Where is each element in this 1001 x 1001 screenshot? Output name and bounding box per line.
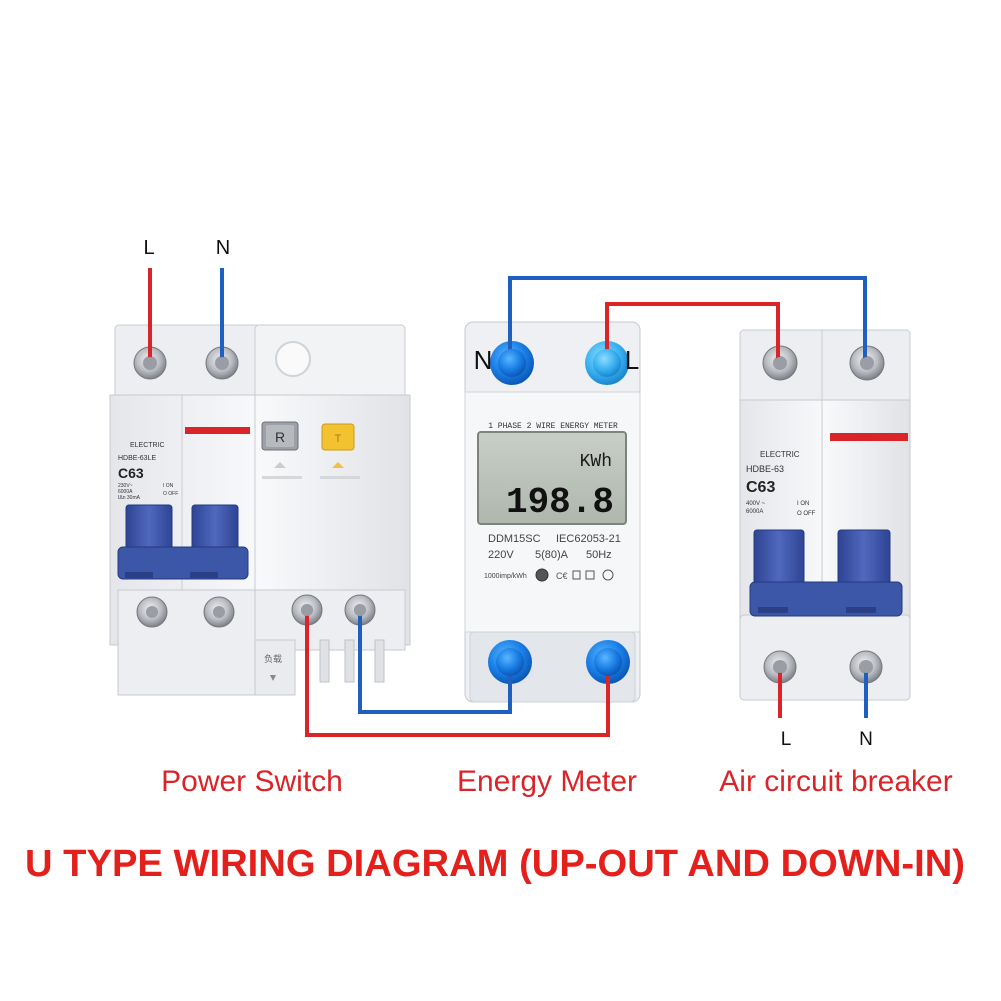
rcbo-spec-0: 230V~ [118, 483, 133, 489]
rcbo-bottom-screw-1 [136, 596, 168, 628]
neutral-wire-rcbo-to-meter [358, 612, 512, 714]
rcbo-on-label: I ON [163, 483, 174, 489]
mcb-brand: ELECTRIC [760, 450, 800, 459]
mcb-spec-1: 6000A [746, 509, 763, 515]
mcb-spec-0: 400V ~ [746, 501, 766, 507]
terminal-label-meter-l: L [625, 345, 639, 375]
mcb-off-label: O OFF [797, 511, 816, 517]
arrow-up-icon [332, 462, 344, 468]
rcbo-switch-handle[interactable] [117, 504, 249, 580]
mcb-red-indicator [830, 433, 908, 441]
live-wire-meter-to-mcb [605, 302, 780, 363]
live-wire-rcbo-to-meter [305, 612, 610, 737]
rcbo-test-label: T [335, 433, 342, 445]
warning-icon [572, 570, 581, 580]
diagram-title: U TYPE WIRING DIAGRAM (UP-OUT AND DOWN-I… [25, 843, 965, 885]
air-circuit-breaker: ELECTRIC HDBE-63 C63 400V ~ 6000A I ON O… [739, 329, 911, 701]
rcbo-rating: C63 [118, 465, 144, 481]
meter-lcd [477, 431, 627, 525]
rcbo-brand: ELECTRIC [130, 442, 165, 449]
terminal-label-l-input: L [143, 237, 154, 259]
rcbo-spec-2: IΔn 30mA [118, 495, 141, 501]
ce-mark-icon: C€ [556, 571, 568, 581]
info-icon [602, 569, 614, 581]
meter-unit: KWh [580, 452, 612, 472]
rcbo-model: HDBE-63LE [118, 455, 156, 462]
wires [148, 268, 868, 737]
rcbo-off-label: O OFF [163, 491, 178, 497]
caption-energy-meter: Energy Meter [457, 765, 637, 798]
rcbo-reset-button[interactable]: R [261, 421, 299, 451]
meter-frequency: 50Hz [586, 549, 612, 561]
energy-meter: 1 PHASE 2 WIRE ENERGY METER KWh 198.8 DD… [464, 321, 641, 703]
terminal-label-n-output: N [859, 729, 873, 750]
meter-reading: 198.8 [506, 482, 614, 523]
rcbo-spec-1: 6000A [118, 489, 133, 495]
meter-led-icon [535, 568, 549, 582]
rcbo-side-text: 负载 [264, 653, 282, 664]
terminal-label-meter-n: N [474, 345, 493, 375]
arrow-up-icon [274, 462, 286, 468]
meter-model: DDM15SC [488, 533, 541, 545]
mcb-switch-handle[interactable] [749, 529, 903, 617]
neutral-wire-meter-to-mcb [508, 276, 867, 363]
terminal-label-l-output: L [781, 729, 792, 750]
mcb-on-label: I ON [797, 501, 809, 507]
meter-current: 5(80)A [535, 549, 569, 561]
terminal-label-n-input: N [216, 237, 230, 259]
rcbo-bottom-screw-2 [203, 596, 235, 628]
meter-imp: 1000imp/kWh [484, 573, 527, 580]
mcb-rating: C63 [746, 479, 775, 496]
meter-header: 1 PHASE 2 WIRE ENERGY METER [488, 422, 618, 431]
caption-power-switch: Power Switch [161, 765, 343, 798]
rcbo-red-indicator [185, 427, 250, 434]
meter-voltage: 220V [488, 549, 514, 561]
rcbo-reset-label: R [275, 429, 285, 445]
arrow-down-icon [270, 675, 276, 681]
mcb-model: HDBE-63 [746, 464, 784, 474]
caption-air-circuit-breaker: Air circuit breaker [719, 765, 952, 798]
meter-standard: IEC62053-21 [556, 533, 621, 545]
power-switch-rcbo: ELECTRIC HDBE-63LE C63 230V~ 6000A IΔn 3… [109, 324, 411, 696]
rcbo-test-button[interactable]: T [321, 423, 355, 451]
double-insulation-icon [585, 570, 595, 580]
